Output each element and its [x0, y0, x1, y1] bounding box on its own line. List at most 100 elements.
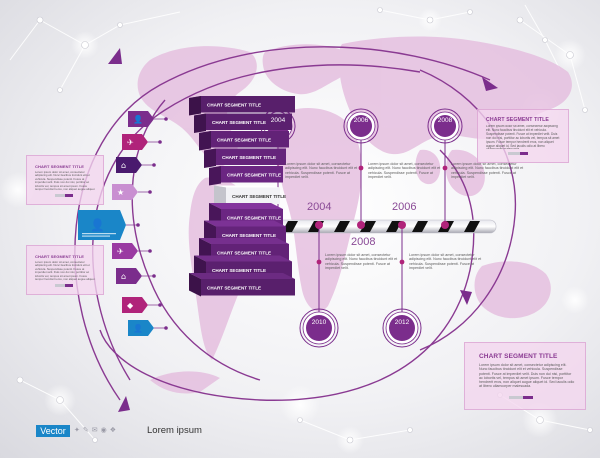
- segment-front: [211, 131, 289, 148]
- panel-right-bottom-title: CHART SEGMENT TITLE: [479, 353, 558, 360]
- segment-front: [201, 96, 295, 113]
- bar-year-2004: 2004: [307, 201, 332, 213]
- bar-dot: [441, 221, 449, 229]
- segment-label: CHART SEGMENT TITLE: [217, 250, 271, 255]
- milestone-circle: [350, 115, 372, 137]
- panel-left-bottom-bar-accent: [65, 284, 73, 287]
- segment-side: [199, 131, 211, 151]
- bar-stripe: [334, 221, 350, 232]
- bar-dot: [357, 221, 365, 229]
- segment-front: [201, 279, 295, 296]
- icon-tag: [78, 210, 126, 240]
- segment-top: [194, 255, 292, 262]
- segment-side: [189, 273, 201, 297]
- segment-label: CHART SEGMENT TITLE: [232, 194, 286, 199]
- bar-stripe: [412, 221, 428, 232]
- airplane-icon: ✈: [117, 247, 124, 256]
- panel-right-bottom-bar-accent: [523, 396, 533, 399]
- rss-icon[interactable]: ◉: [100, 427, 110, 434]
- panel-left-top-bar: [55, 194, 73, 197]
- panel-right-top-body: Lorem ipsum dolor sit amet, consectetur …: [486, 125, 560, 149]
- segment-label: CHART SEGMENT TITLE: [222, 155, 276, 160]
- connector-dot: [442, 165, 448, 171]
- tag-text-line: [82, 235, 110, 237]
- segment-front: [226, 187, 280, 204]
- milestone-ring-outer: [382, 308, 422, 348]
- segment-top: [199, 238, 289, 244]
- bar-dot: [398, 221, 406, 229]
- pen-icon[interactable]: ✎: [82, 427, 92, 434]
- bar-stripe: [360, 221, 376, 232]
- tag-connector-dot: [158, 140, 162, 144]
- panel-right-bottom-bar: [509, 396, 533, 399]
- segment-label: CHART SEGMENT TITLE: [212, 268, 266, 273]
- bar-dot: [315, 221, 323, 229]
- connector-dot: [358, 165, 364, 171]
- tag-text-line: [82, 233, 116, 235]
- tag-connector-dot: [148, 190, 152, 194]
- icon-tag: [122, 134, 148, 150]
- tag-connector-dot: [152, 274, 156, 278]
- segment-side: [204, 148, 216, 168]
- segment-label: CHART SEGMENT TITLE: [212, 120, 266, 125]
- timeline-bar: [256, 219, 497, 234]
- network-dots: [16, 7, 593, 444]
- icon-tag: [112, 184, 138, 200]
- segment-side: [209, 166, 221, 186]
- panel-right-top-title: CHART SEGMENT TITLE: [486, 117, 549, 123]
- segment-side: [189, 96, 201, 116]
- star-icon: ★: [117, 188, 124, 197]
- tag-connector-dot: [152, 163, 156, 167]
- vector-badge: Vector: [36, 425, 70, 437]
- bar-year-2008: 2008: [351, 236, 376, 248]
- panel-right-top-bar: [508, 152, 528, 155]
- panel-left-bottom-bar: [55, 284, 73, 287]
- mail-icon[interactable]: ✉: [91, 427, 101, 434]
- panel-left-top: CHART SEGMENT TITLE Lorem ipsum dolor si…: [26, 155, 104, 205]
- segment-label: CHART SEGMENT TITLE: [207, 285, 261, 290]
- connector-dot: [399, 259, 405, 265]
- milestone-ring-outer: [299, 308, 339, 348]
- icon-tag: [116, 157, 142, 173]
- tag-connector-dot: [136, 223, 140, 227]
- segment-label: CHART SEGMENT TITLE: [227, 215, 281, 220]
- milestone-ring-outer: [343, 108, 379, 144]
- twitter-icon[interactable]: ✦: [74, 427, 83, 434]
- circle-year-2008: 2008: [437, 117, 453, 124]
- bar-stripe: [464, 221, 480, 232]
- segment-top: [189, 273, 295, 279]
- panel-right-top-bar-accent: [520, 152, 528, 155]
- user-icon: 👤: [133, 114, 143, 124]
- milestone-circle: [389, 315, 415, 341]
- bar-year-2006: 2006: [392, 201, 417, 213]
- segment-front: [206, 113, 292, 130]
- circle-year-2004: 2004: [270, 117, 286, 124]
- milestone-text-2004: Lorem ipsum dolor sit amet, consectetur …: [285, 162, 358, 180]
- icon-tag: [122, 297, 148, 313]
- segment-top: [209, 203, 283, 209]
- panel-left-bottom-title: CHART SEGMENT TITLE: [35, 254, 85, 259]
- segment-front: [221, 166, 283, 183]
- segment-label: CHART SEGMENT TITLE: [207, 102, 261, 107]
- segment-label: CHART SEGMENT TITLE: [222, 233, 276, 238]
- panel-left-bottom-body: Lorem ipsum dolor sit amet, consectetur …: [35, 261, 95, 281]
- footer-caption: Lorem ipsum: [147, 425, 202, 436]
- tag-connector-dot: [158, 303, 162, 307]
- share-icon[interactable]: ❖: [109, 427, 120, 434]
- panel-right-bottom-body: Lorem ipsum dolor sit amet, consectetur …: [479, 363, 575, 389]
- tag-connector-dot: [148, 249, 152, 253]
- segment-side: [214, 185, 226, 205]
- bar-stripe: [386, 221, 402, 232]
- milestone-text-2010: Lorem ipsum dolor sit amet, consectetur …: [325, 253, 398, 271]
- segment-side: [194, 113, 206, 133]
- segment-label: CHART SEGMENT TITLE: [227, 172, 281, 177]
- tag-icon: ◆: [127, 301, 134, 310]
- milestone-circle: [306, 315, 332, 341]
- footer-share-icons: ✦✎✉◉❖: [74, 426, 119, 434]
- segment-top: [214, 185, 280, 188]
- circle-year-2006: 2006: [353, 117, 369, 124]
- house-icon: ⌂: [121, 161, 126, 170]
- segment-label: CHART SEGMENT TITLE: [217, 137, 271, 142]
